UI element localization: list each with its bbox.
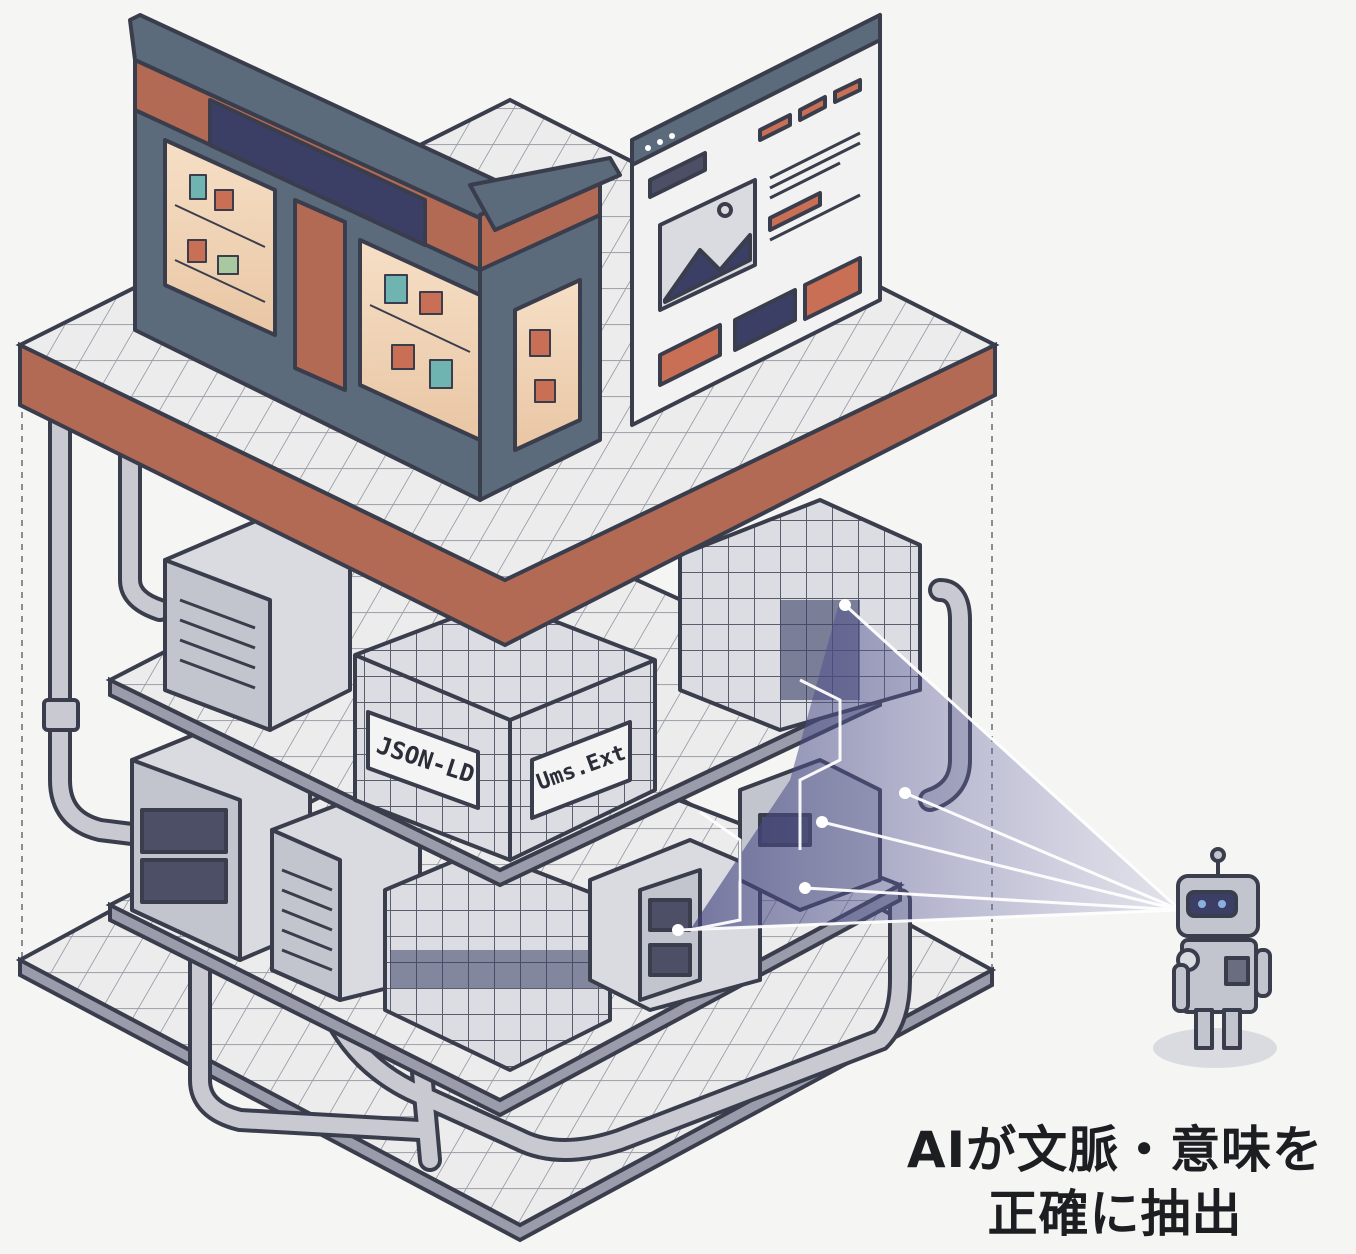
caption: AIが文脈・意味を 正確に抽出 (880, 1118, 1350, 1246)
light-rays (677, 603, 1182, 932)
webpage-icon (630, 13, 882, 427)
json-ld-cube (353, 598, 657, 862)
data-cube-icon (383, 848, 612, 1072)
caption-line-1: AIが文脈・意味を (906, 1121, 1324, 1179)
light-beam-icon (690, 600, 1180, 930)
light-nodes (672, 599, 911, 936)
server-icon (163, 513, 352, 732)
storefront-icon (128, 13, 622, 502)
caption-line-2: 正確に抽出 (987, 1185, 1243, 1243)
robot-icon (1153, 847, 1277, 1068)
